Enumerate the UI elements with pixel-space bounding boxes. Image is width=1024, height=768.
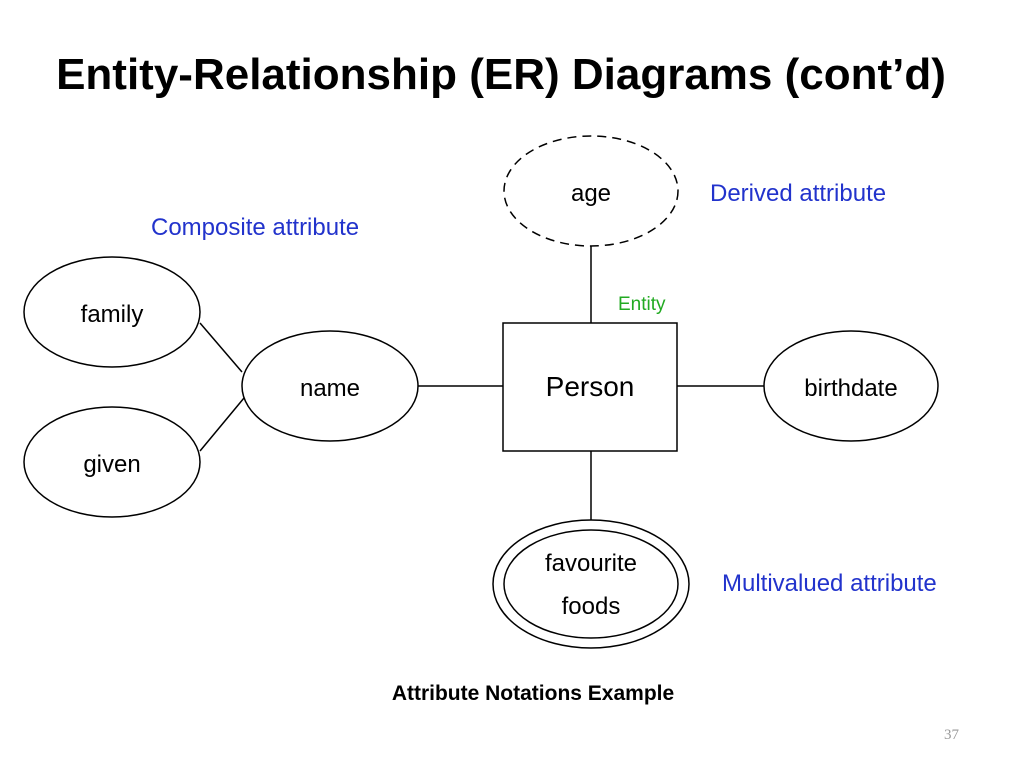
entity-person-box	[502, 322, 678, 452]
attribute-name-label: name	[300, 375, 360, 402]
attribute-given-ellipse	[23, 406, 201, 518]
entity-person-label: Person	[546, 371, 635, 402]
attribute-favourite-foods-label-line2: foods	[562, 593, 621, 620]
annotation-entity: Entity	[618, 294, 666, 315]
annotation-derived-attribute: Derived attribute	[710, 180, 886, 207]
attribute-favourite-foods-inner-ellipse	[503, 529, 679, 639]
annotation-composite-attribute: Composite attribute	[151, 214, 359, 241]
attribute-birthdate-ellipse	[763, 330, 939, 442]
attribute-favourite-foods-label-line1: favourite	[545, 550, 637, 577]
attribute-family-label: family	[81, 301, 144, 328]
slide-title: Entity-Relationship (ER) Diagrams (cont’…	[56, 50, 946, 99]
connector-given-name	[199, 397, 245, 452]
attribute-given-label: given	[83, 451, 140, 478]
annotation-multivalued-attribute: Multivalued attribute	[722, 570, 937, 597]
attribute-age-dashed-ellipse	[503, 135, 679, 247]
page-number: 37	[944, 727, 959, 743]
figure-caption: Attribute Notations Example	[391, 682, 675, 705]
connector-family-name	[199, 322, 243, 373]
attribute-name-ellipse	[241, 330, 419, 442]
attribute-age-label: age	[571, 180, 611, 207]
attribute-birthdate-label: birthdate	[804, 375, 897, 402]
attribute-family-ellipse	[23, 256, 201, 368]
